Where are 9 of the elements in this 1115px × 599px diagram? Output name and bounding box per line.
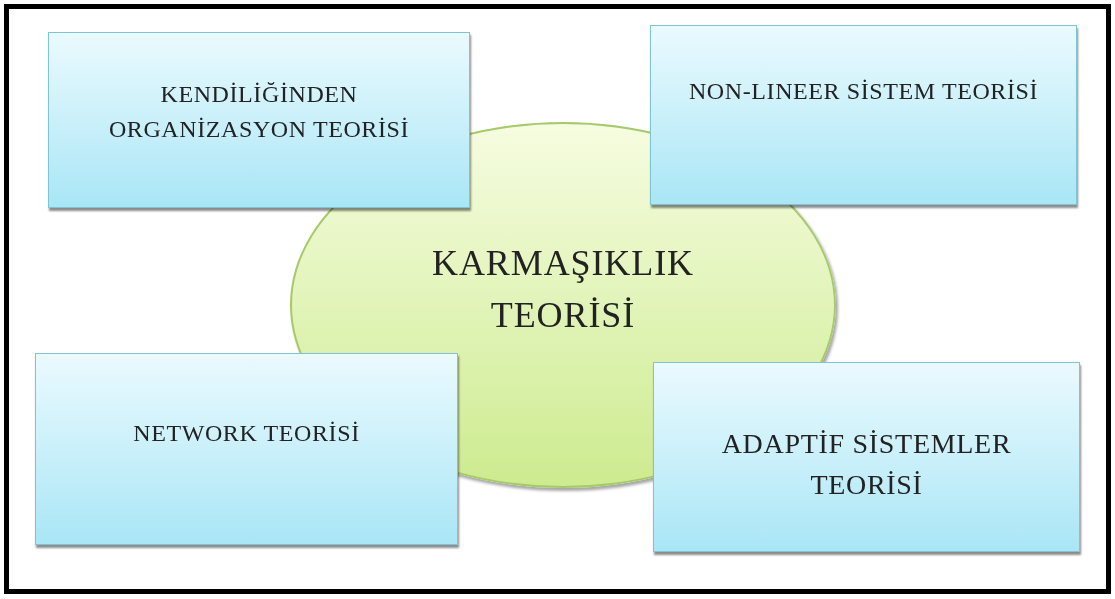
node-label: KARMAŞIKLIK TEORİSİ xyxy=(431,241,695,337)
theory-box xyxy=(650,25,1077,205)
theory-box xyxy=(653,362,1080,552)
node-label: KENDİLİĞİNDEN ORGANİZASYON TEORİSİ xyxy=(107,80,411,144)
node-label: ADAPTİF SİSTEMLER TEORİSİ xyxy=(720,427,1013,502)
theory-box xyxy=(48,32,470,208)
node-label: NETWORK TEORİSİ xyxy=(132,418,361,448)
node-label: NON-LINEER SİSTEM TEORİSİ xyxy=(687,76,1040,106)
theory-box xyxy=(35,353,458,545)
